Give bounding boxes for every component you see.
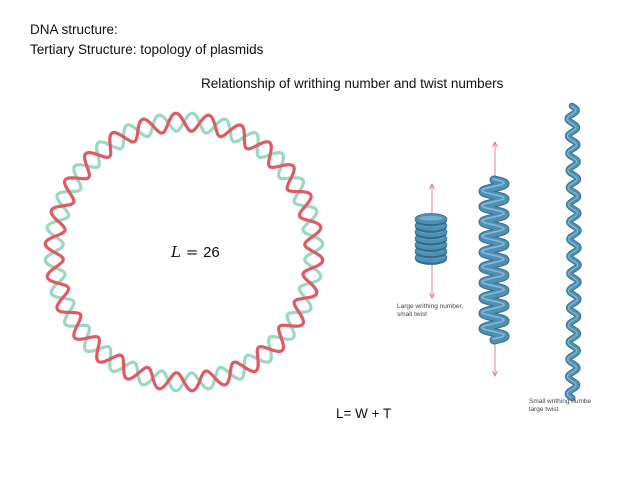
circular-dna-helix [43, 111, 325, 393]
linking-number-equals: = [180, 243, 204, 261]
arrow-head-up [492, 140, 498, 148]
strand-red [43, 111, 325, 393]
large-writhe-caption-line1: Large writhing number, [397, 303, 464, 310]
small-writhe-caption-line2: large twist [529, 406, 559, 413]
arrow-head-down [429, 292, 435, 300]
coil-highlight [419, 215, 443, 221]
supercoil-large-writhe [414, 213, 448, 265]
arrow-head-up [429, 182, 435, 190]
small-writhe-caption: Small writhing numbe large twist [529, 398, 609, 414]
slide-subtitle: Relationship of writhing number and twis… [201, 76, 504, 91]
large-writhe-caption-line2: small twist [397, 311, 427, 318]
linking-number-value: 26 [203, 244, 220, 261]
slide-title-line2: Tertiary Structure: topology of plasmids [30, 42, 264, 57]
supercoil-intermediate [478, 175, 510, 345]
linking-number-symbol: L [171, 243, 181, 261]
linking-number-label: L = 26 [171, 243, 220, 261]
helix-highlight [566, 105, 579, 399]
supercoil-highlight [481, 178, 505, 340]
arrow-head-down [492, 370, 498, 378]
twisted-helix-small-writhe [564, 102, 582, 402]
slide-title-line1: DNA structure: [30, 22, 118, 37]
large-writhe-caption: Large writhing number, small twist [397, 303, 487, 319]
linking-equation: L= W + T [336, 406, 392, 421]
small-writhe-caption-line1: Small writhing numbe [529, 398, 592, 405]
